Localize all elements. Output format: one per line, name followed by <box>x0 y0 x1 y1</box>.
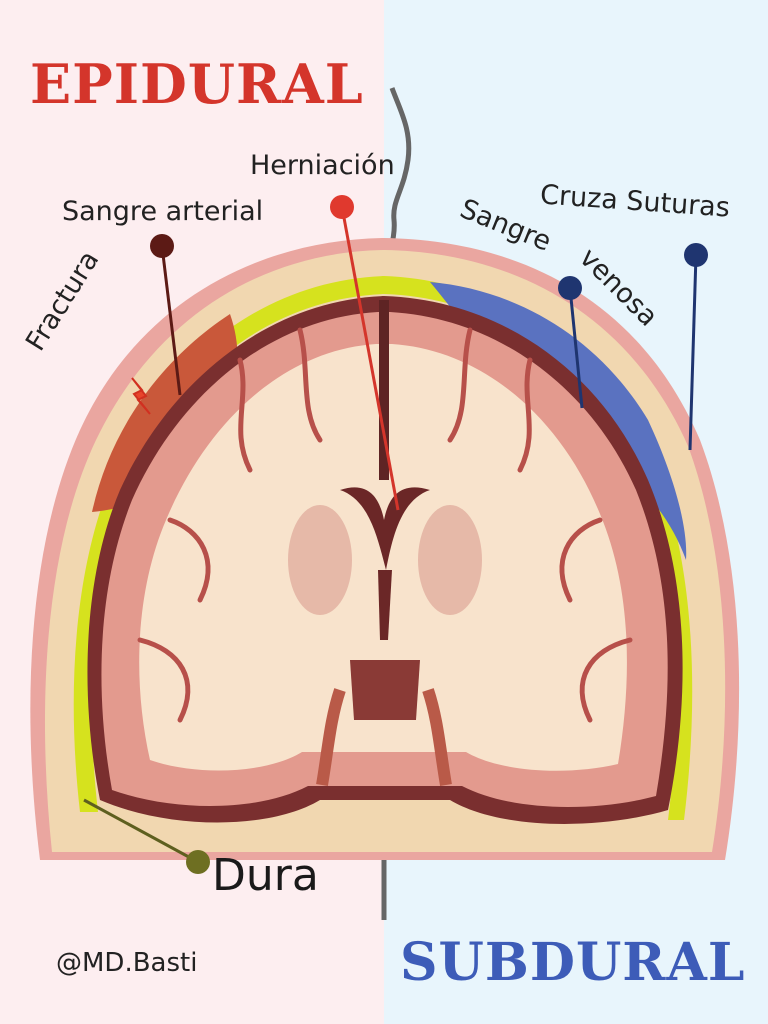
author-credit: @MD.Basti <box>56 948 198 978</box>
dura-label: Dura <box>212 850 319 901</box>
sulci <box>137 327 633 723</box>
dura-pointer-dot <box>186 850 210 874</box>
fracture-icon <box>131 377 151 415</box>
subdural-title: SUBDURAL <box>400 932 746 993</box>
herniation-label: Herniación <box>250 150 395 181</box>
third-ventricle <box>378 570 392 640</box>
vessel-right <box>422 688 452 787</box>
venous-pointer-line <box>568 287 584 409</box>
vessel-left <box>316 688 346 787</box>
sutures-pointer-line <box>688 254 698 451</box>
sutures-pointer-dot <box>684 243 708 267</box>
arterial-pointer-dot <box>150 234 174 258</box>
herniation-pointer-dot <box>330 195 354 219</box>
venous-pointer-dot <box>558 276 582 300</box>
basal-ganglia-left <box>288 505 352 615</box>
epidural-hematoma <box>92 314 238 512</box>
basal-ganglia-right <box>418 505 482 615</box>
arterial-pointer-line <box>160 245 182 396</box>
herniation-pointer-line <box>340 206 400 511</box>
lateral-ventricles <box>340 487 430 570</box>
dura-pointer-line <box>83 798 199 864</box>
arterial-blood-label: Sangre arterial <box>62 196 264 227</box>
epidural-title: EPIDURAL <box>30 52 364 116</box>
brainstem <box>350 660 420 720</box>
